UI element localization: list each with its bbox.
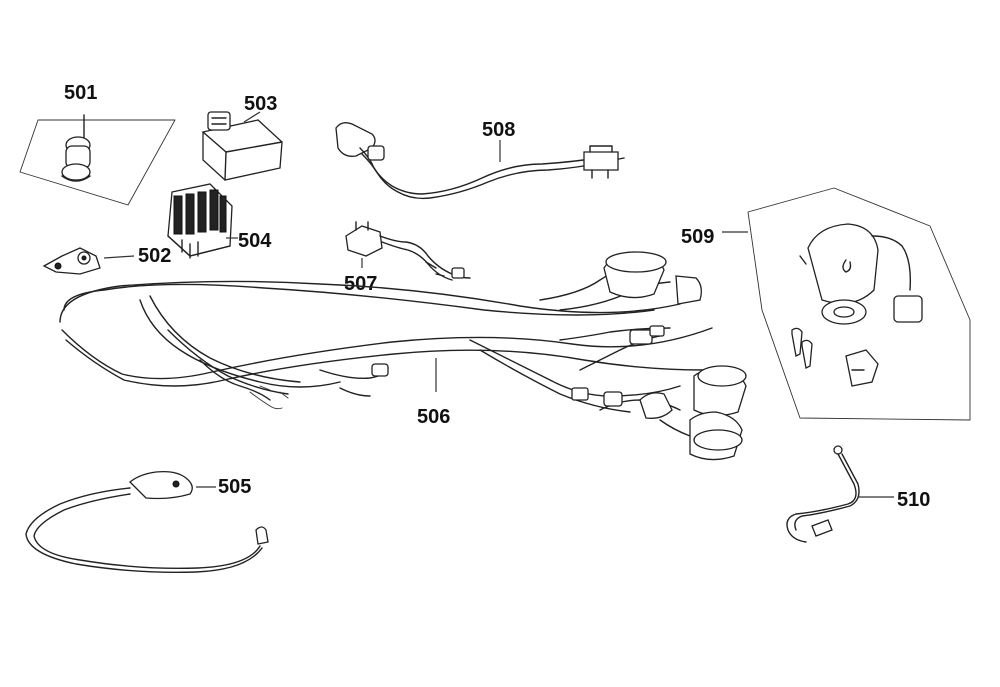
label-508: 508 xyxy=(482,119,515,141)
part-505-switch-cable xyxy=(25,470,269,574)
part-509-ignition-switch-kit xyxy=(747,187,971,421)
label-504: 504 xyxy=(238,230,272,252)
part-502-pickup-bracket xyxy=(42,247,101,275)
label-505: 505 xyxy=(218,476,251,498)
label-506: 506 xyxy=(417,406,450,428)
part-507-switch xyxy=(345,221,471,281)
part-506-wiring-harness xyxy=(59,251,747,461)
part-501-bulb-socket xyxy=(19,114,176,206)
part-503-cdi-unit xyxy=(202,111,283,181)
label-503: 503 xyxy=(244,93,277,115)
label-507: 507 xyxy=(344,273,377,295)
part-510-ground-cable xyxy=(786,445,860,543)
label-509: 509 xyxy=(681,226,714,248)
label-502: 502 xyxy=(138,245,171,267)
part-508-ignition-coil xyxy=(335,122,625,200)
part-504-regulator xyxy=(167,183,233,259)
label-501: 501 xyxy=(64,82,97,104)
label-510: 510 xyxy=(897,489,930,511)
